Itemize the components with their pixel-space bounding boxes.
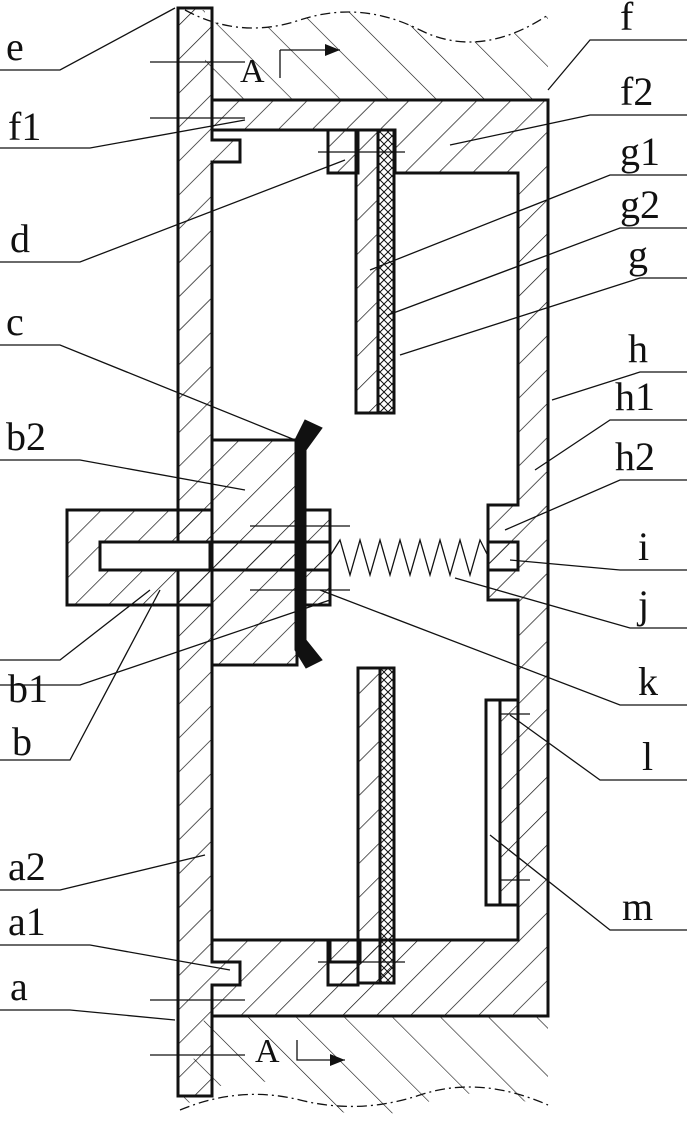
label-a1: a1 [8, 899, 46, 944]
collar-k [305, 510, 330, 605]
part-m [486, 700, 518, 905]
svg-text:A: A [255, 1033, 280, 1070]
label-h2: h2 [615, 434, 655, 479]
label-k: k [638, 659, 658, 704]
label-f1: f1 [8, 104, 41, 149]
label-a: a [10, 964, 28, 1009]
label-g2: g2 [620, 182, 660, 227]
label-g1: g1 [620, 129, 660, 174]
label-b1: b1 [8, 666, 48, 711]
label-f2: f2 [620, 69, 653, 114]
label-i: i [638, 524, 649, 569]
label-a2: a2 [8, 844, 46, 889]
label-h: h [628, 326, 648, 371]
label-f: f [620, 0, 634, 39]
label-d: d [10, 216, 30, 261]
spring-j [330, 540, 488, 575]
label-b: b [12, 719, 32, 764]
label-e: e [6, 24, 24, 69]
label-b2: b2 [6, 414, 46, 459]
rod-i [488, 542, 518, 570]
friction-plate-lower [358, 668, 394, 983]
label-j: j [636, 582, 649, 627]
label-g: g [628, 232, 648, 277]
label-m: m [622, 884, 653, 929]
svg-text:A: A [240, 53, 265, 90]
label-l: l [642, 734, 653, 779]
label-c: c [6, 299, 24, 344]
label-h1: h1 [615, 374, 655, 419]
friction-plate-upper [356, 130, 394, 413]
